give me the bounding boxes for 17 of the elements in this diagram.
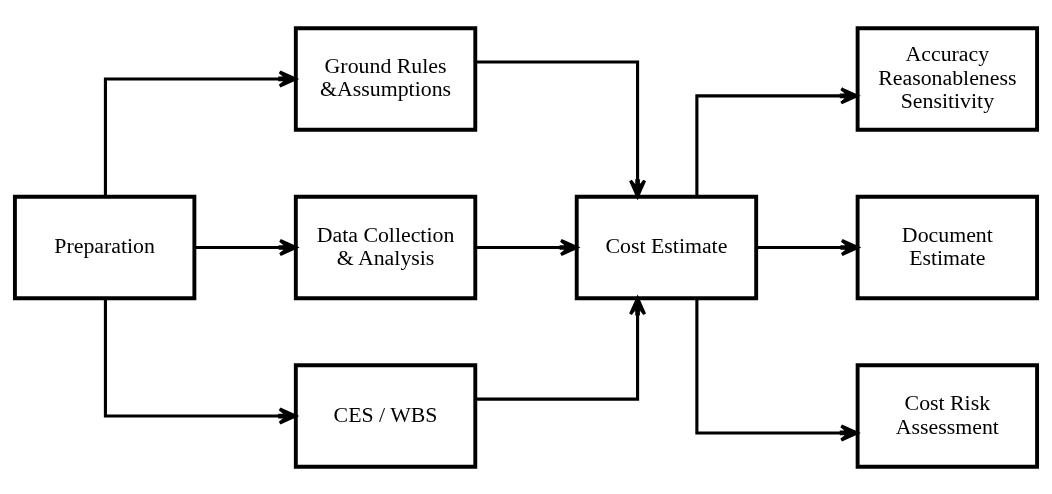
- arrow: [103, 298, 297, 425]
- node-box: Accuracy Reasonableness Sensitivity: [855, 25, 1040, 132]
- node-box: Document Estimate: [855, 194, 1040, 300]
- node-box: Cost Estimate: [574, 194, 759, 300]
- node-box: Data Collection & Analysis: [293, 194, 478, 300]
- arrow: [475, 60, 647, 198]
- arrow: [695, 86, 859, 197]
- node-box: Preparation: [12, 194, 197, 300]
- arrow: [475, 238, 579, 256]
- node-box: CES / WBS: [293, 362, 478, 469]
- arrow: [756, 238, 860, 256]
- node-box: Ground Rules &Assumptions: [293, 25, 478, 132]
- arrow: [695, 298, 859, 441]
- arrow: [475, 296, 647, 401]
- node-box: Cost Risk Assessment: [855, 362, 1040, 469]
- arrow: [195, 238, 298, 256]
- arrow: [103, 69, 297, 196]
